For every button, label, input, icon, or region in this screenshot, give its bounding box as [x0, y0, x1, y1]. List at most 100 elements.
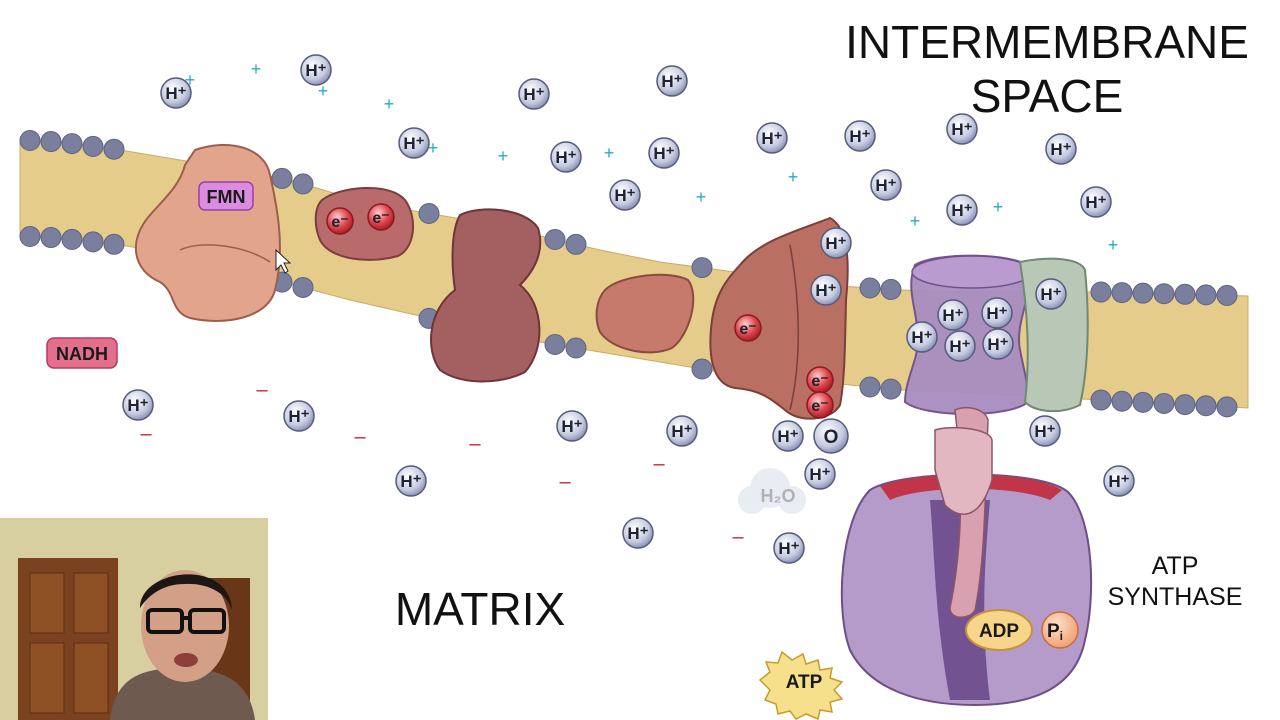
intermembrane-label-line1: INTERMEMBRANE: [845, 16, 1249, 68]
proton-label: H⁺: [777, 427, 798, 446]
electron-label: e⁻: [331, 214, 348, 231]
minus-charge: –: [140, 423, 152, 445]
atp-synthase-label-line2: SYNTHASE: [1108, 583, 1243, 611]
proton: H⁺: [1080, 186, 1112, 218]
plus-charge: +: [788, 167, 799, 187]
electron: e⁻: [367, 203, 395, 231]
electron-label: e⁻: [811, 398, 828, 415]
plus-charge: +: [696, 187, 707, 207]
proton-label: H⁺: [165, 84, 186, 103]
electron-label: e⁻: [739, 321, 756, 338]
pi-tag: [1041, 611, 1079, 649]
proton-label: H⁺: [671, 422, 692, 441]
lipid-head-bottom: [1174, 394, 1196, 416]
lipid-head-top: [859, 277, 881, 299]
plus-charge: +: [498, 146, 509, 166]
proton: H⁺: [773, 532, 805, 564]
lipid-head-top: [1195, 284, 1217, 306]
lipid-head-bottom: [1090, 389, 1112, 411]
proton: H⁺: [946, 113, 978, 145]
adp-label: ADP: [979, 621, 1019, 642]
proton-label: H⁺: [561, 417, 582, 436]
proton-label: H⁺: [809, 465, 830, 484]
lipid-head-top: [82, 135, 104, 157]
lipid-head-top: [292, 173, 314, 195]
lipid-head-bottom: [1132, 391, 1154, 413]
lipid-head-top: [1132, 282, 1154, 304]
proton-label: H⁺: [523, 85, 544, 104]
proton-label: H⁺: [951, 120, 972, 139]
proton-label: H⁺: [1050, 140, 1071, 159]
lipid-head-bottom: [19, 226, 41, 247]
lipid-head-top: [544, 229, 566, 250]
oxygen-atom: [813, 418, 849, 454]
intermembrane-label-line2: SPACE: [971, 70, 1124, 122]
atp-synthase-label-line1: ATP: [1152, 552, 1199, 580]
proton: H⁺: [1045, 133, 1077, 165]
proton-label: H⁺: [400, 472, 421, 491]
plus-charge: +: [428, 138, 439, 158]
lipid-head-top: [1090, 281, 1112, 303]
proton-label: H⁺: [1108, 472, 1129, 491]
pi-label: Pi: [1047, 621, 1063, 643]
lipid-head-bottom: [1216, 396, 1238, 418]
proton-label: H⁺: [987, 335, 1008, 354]
proton: H⁺: [122, 389, 154, 421]
proton: H⁺: [556, 410, 588, 442]
lipid-head-top: [103, 138, 125, 160]
membrane-heads-top: [19, 130, 1238, 306]
plus-charge-group: ++++++++++++: [185, 59, 1119, 255]
lipid-head-top: [1111, 282, 1133, 304]
proton-label: H⁺: [127, 396, 148, 415]
electron: e⁻: [734, 314, 762, 342]
membrane-heads-bottom: [19, 226, 1238, 418]
plus-charge: +: [318, 81, 329, 101]
proton: H⁺: [844, 120, 876, 152]
proton: H⁺: [622, 517, 654, 549]
proton-label: H⁺: [761, 129, 782, 148]
proton-label: H⁺: [911, 328, 932, 347]
lipid-head-bottom: [61, 228, 83, 250]
proton: H⁺: [666, 415, 698, 447]
minus-charge: –: [354, 426, 366, 448]
proton: H⁺: [395, 465, 427, 497]
lipid-head-bottom: [859, 376, 881, 398]
complex-i: FMN: [134, 143, 281, 322]
electron: e⁻: [326, 207, 354, 235]
proton: H⁺: [648, 137, 680, 169]
cytochrome-c-body: [595, 273, 695, 354]
proton-label: H⁺: [815, 281, 836, 300]
lipid-head-bottom: [40, 227, 62, 249]
proton: H⁺: [906, 321, 938, 353]
proton: H⁺: [1029, 415, 1061, 447]
minus-charge: –: [469, 433, 481, 455]
cytochrome-c: [595, 273, 695, 354]
proton-label: H⁺: [949, 337, 970, 356]
lipid-head-top: [418, 203, 440, 224]
proton: H⁺: [550, 141, 582, 173]
proton-label: H⁺: [942, 306, 963, 325]
lipid-head-top: [40, 131, 62, 153]
proton-label: H⁺: [288, 407, 309, 426]
fmn-label: FMN: [207, 187, 246, 207]
proton-label: H⁺: [1040, 285, 1061, 304]
electron-label: e⁻: [372, 210, 389, 227]
proton-label: H⁺: [778, 539, 799, 558]
proton-label: H⁺: [627, 524, 648, 543]
water-label: H₂O: [761, 486, 796, 506]
electron-label: e⁻: [811, 373, 828, 390]
lipid-head-top: [1216, 284, 1238, 306]
proton: H⁺: [518, 78, 550, 110]
fmn-tag: [198, 181, 254, 211]
proton: H⁺: [1103, 465, 1135, 497]
plus-charge: +: [993, 197, 1004, 217]
plus-charge: +: [604, 143, 615, 163]
proton-label: H⁺: [614, 186, 635, 205]
presenter-webcam-frame: [0, 518, 268, 720]
atp-label: ATP: [786, 672, 823, 693]
proton-label: H⁺: [951, 201, 972, 220]
proton: H⁺: [981, 297, 1013, 329]
lipid-head-top: [880, 278, 902, 300]
plus-charge: +: [251, 59, 262, 79]
